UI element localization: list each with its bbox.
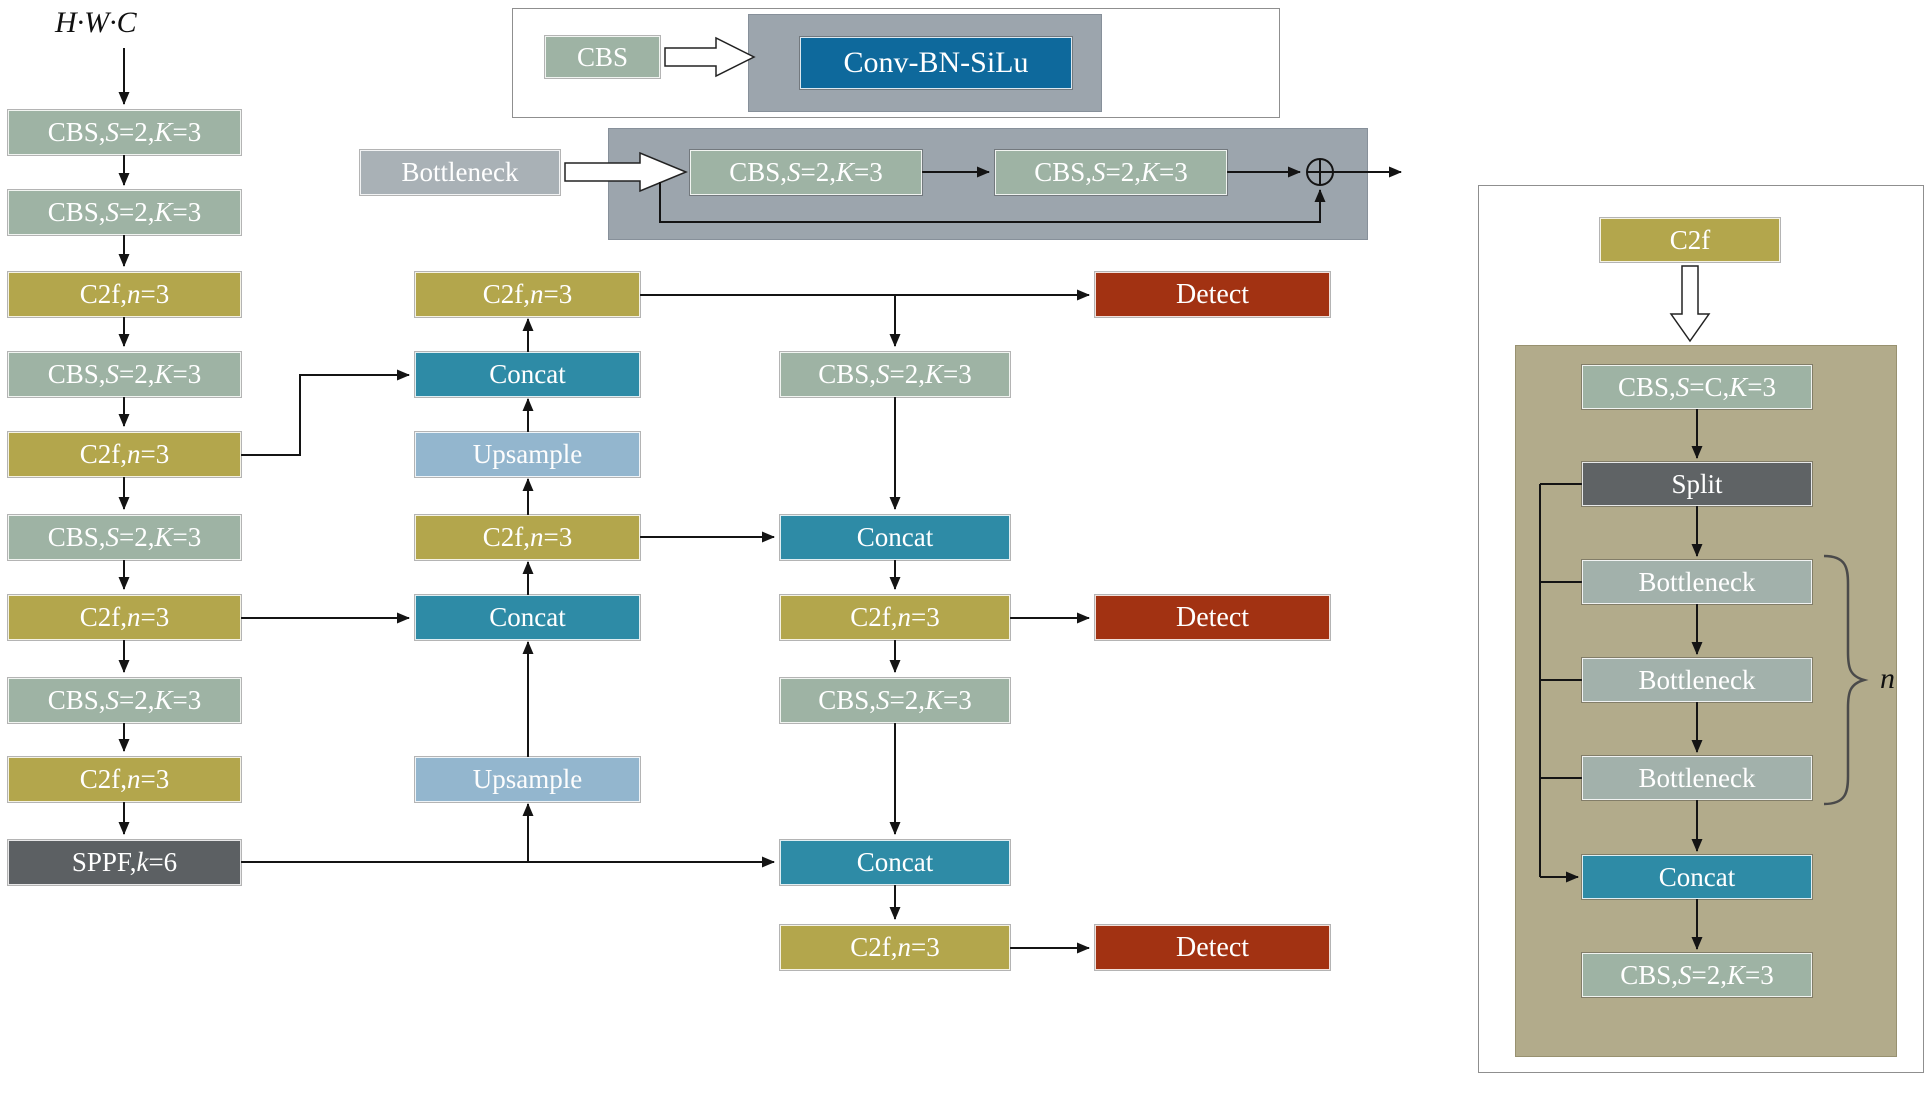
c2f-legend-concat: Concat <box>1582 855 1812 899</box>
c2f-legend-bottleneck-2: Bottleneck <box>1582 658 1812 702</box>
head-concat-1: Concat <box>780 515 1010 560</box>
neck-c2f-top: C2f, n=3 <box>415 272 640 317</box>
backbone-cbs-5: CBS, S=2, K=3 <box>8 678 241 723</box>
backbone-cbs-1: CBS, S=2, K=3 <box>8 110 241 155</box>
c2f-legend-title: C2f <box>1600 218 1780 262</box>
legend-bottleneck-trigger: Bottleneck <box>360 150 560 195</box>
head-concat-2: Concat <box>780 840 1010 885</box>
backbone-cbs-4: CBS, S=2, K=3 <box>8 515 241 560</box>
c2f-legend-cbs-out: CBS, S=2, K=3 <box>1582 953 1812 997</box>
neck-c2f-mid: C2f, n=3 <box>415 515 640 560</box>
backbone-c2f-1: C2f, n=3 <box>8 272 241 317</box>
detect-1: Detect <box>1095 272 1330 317</box>
legend-arrows <box>564 36 1402 223</box>
head-c2f-1: C2f, n=3 <box>780 595 1010 640</box>
hollow-arrow-icon <box>664 36 756 78</box>
c2f-legend-split: Split <box>1582 462 1812 506</box>
legend-cbs-trigger: CBS <box>545 36 660 78</box>
input-dimensions-label: H·W·C <box>55 6 137 39</box>
detect-3: Detect <box>1095 925 1330 970</box>
neck-upsample-1: Upsample <box>415 432 640 477</box>
backbone-cbs-2: CBS, S=2, K=3 <box>8 190 241 235</box>
repeat-brace <box>1823 554 1869 806</box>
repeat-count-label: n <box>1880 662 1895 695</box>
backbone-c2f-2: C2f, n=3 <box>8 432 241 477</box>
detect-2: Detect <box>1095 595 1330 640</box>
backbone-cbs-3: CBS, S=2, K=3 <box>8 352 241 397</box>
hollow-arrow-down-icon <box>1669 265 1711 343</box>
c2f-legend-cbs-in: CBS, S=C, K=3 <box>1582 365 1812 409</box>
c2f-legend-bottleneck-3: Bottleneck <box>1582 756 1812 800</box>
head-cbs-1: CBS, S=2, K=3 <box>780 352 1010 397</box>
head-c2f-2: C2f, n=3 <box>780 925 1010 970</box>
neck-upsample-2: Upsample <box>415 757 640 802</box>
circled-plus-icon <box>1306 158 1334 186</box>
neck-concat-2: Concat <box>415 595 640 640</box>
head-cbs-2: CBS, S=2, K=3 <box>780 678 1010 723</box>
backbone-c2f-4: C2f, n=3 <box>8 757 241 802</box>
hollow-arrow-icon <box>564 151 688 193</box>
legend-bottleneck-cbs-2: CBS, S=2, K=3 <box>995 150 1227 195</box>
legend-bottleneck-cbs-1: CBS, S=2, K=3 <box>690 150 922 195</box>
backbone-sppf: SPPF, k=6 <box>8 840 241 885</box>
neck-arrows <box>241 289 1090 954</box>
c2f-legend-bottleneck-1: Bottleneck <box>1582 560 1812 604</box>
legend-cbs-expansion: Conv-BN-SiLu <box>800 37 1072 89</box>
neck-concat-1: Concat <box>415 352 640 397</box>
backbone-c2f-3: C2f, n=3 <box>8 595 241 640</box>
c2f-panel-arrows <box>1539 265 1869 950</box>
